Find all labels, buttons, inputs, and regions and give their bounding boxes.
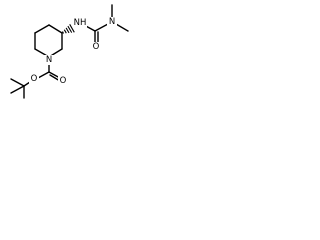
ring-bond-c4-c5 bbox=[34, 24, 50, 34]
urea-o-label: O bbox=[93, 42, 100, 52]
carbamate-o-carbonyl-label: O bbox=[60, 76, 67, 86]
ring-n-label: N bbox=[46, 55, 52, 65]
hash-3 bbox=[65, 27, 70, 34]
carbamate-o-ester-label: O bbox=[31, 74, 38, 84]
ring-n-bg bbox=[44, 55, 54, 65]
bond-carbamate-c-ester-o bbox=[37, 71, 50, 79]
stereo-hashed-wedge bbox=[62, 24, 75, 34]
piperidine-ring bbox=[34, 24, 63, 58]
hash-1 bbox=[62, 31, 64, 34]
amide-nh-bg bbox=[73, 18, 87, 28]
hash-5 bbox=[69, 24, 75, 33]
hash-2 bbox=[63, 29, 67, 34]
urea-n-label: N bbox=[109, 17, 115, 27]
bond-tbu-methyl-3 bbox=[10, 85, 25, 94]
urea-o-bg bbox=[91, 42, 101, 52]
urea-n-bg bbox=[107, 17, 117, 27]
carbamate-o-ester-bg bbox=[29, 74, 39, 84]
hash-4 bbox=[67, 25, 73, 33]
bond-tbu-methyl-2 bbox=[10, 78, 25, 87]
bond-n-methyl-2 bbox=[115, 23, 129, 32]
bond-urea-c-n bbox=[94, 23, 109, 32]
chemical-structure: N NH N O O O bbox=[10, 4, 129, 99]
ring-bond-c3-c4 bbox=[48, 24, 63, 34]
amide-nh-label: NH bbox=[74, 18, 87, 28]
atom-labels: N NH N O O O bbox=[29, 17, 117, 86]
carbamate-o-carbonyl-bg bbox=[58, 76, 68, 86]
